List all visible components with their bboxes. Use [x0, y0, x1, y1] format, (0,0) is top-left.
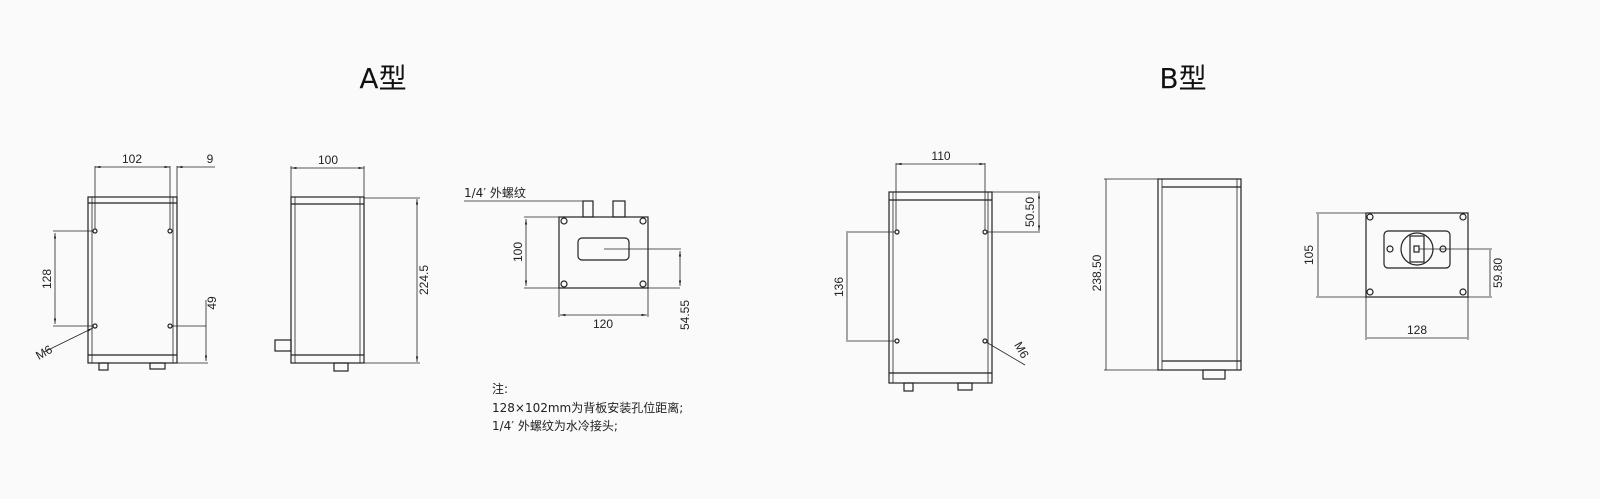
- dim-b-back-105: 105: [1302, 245, 1316, 265]
- corner-screws: [560, 217, 647, 288]
- water-fitting-right: [612, 200, 626, 218]
- notes: 注: 128×102mm为背板安装孔位距离; 1/4′ 外螺纹为水冷接头;: [492, 381, 683, 433]
- dim-b-front-50-50: 50.50: [1023, 197, 1037, 227]
- type-b-front-view: 110 50.50 136 M6: [832, 149, 1041, 392]
- dim-a-front-128: 128: [40, 269, 54, 289]
- dim-a-side-100: 100: [318, 153, 338, 167]
- dim-b-front-110: 110: [931, 149, 950, 163]
- dim-a-back-54-55: 54.55: [678, 300, 692, 330]
- dim-b-back-128: 128: [1407, 323, 1427, 337]
- type-a-side-view: 100 224.5: [274, 153, 431, 372]
- type-b-back-view: 105 128 59.80: [1302, 212, 1505, 340]
- notes-heading: 注:: [492, 381, 508, 396]
- dim-a-side-224-5: 224.5: [417, 265, 431, 295]
- title-type-b: B型: [1159, 62, 1206, 95]
- mounting-holes: [92, 228, 173, 329]
- corner-screws: [1366, 213, 1467, 296]
- dim-a-front-49: 49: [205, 296, 219, 310]
- dim-b-back-59-80: 59.80: [1491, 258, 1505, 288]
- dim-b-front-136: 136: [832, 277, 846, 297]
- dim-a-back-120: 120: [593, 317, 613, 331]
- label-b-thread-m6: M6: [1011, 339, 1032, 361]
- water-fitting-left: [582, 200, 594, 218]
- dim-b-side-238-50: 238.50: [1090, 254, 1104, 291]
- dim-a-front-9: 9: [207, 152, 214, 166]
- type-b-side-view: 238.50: [1090, 178, 1242, 380]
- label-a-thread-m6: M6: [33, 342, 55, 363]
- notes-line-2: 1/4′ 外螺纹为水冷接头;: [492, 418, 618, 433]
- notes-line-1: 128×102mm为背板安装孔位距离;: [492, 400, 683, 415]
- title-type-a: A型: [359, 62, 406, 95]
- type-a-back-view: 1/4′ 外螺纹 100 120 54.55: [464, 186, 692, 331]
- type-a-front-view: 102 9 128 49 M6: [33, 152, 219, 371]
- label-quarter-inch-thread: 1/4′ 外螺纹: [464, 186, 526, 200]
- mounting-holes: [894, 229, 988, 344]
- dim-a-back-100: 100: [511, 242, 525, 262]
- dim-a-front-102: 102: [122, 152, 142, 166]
